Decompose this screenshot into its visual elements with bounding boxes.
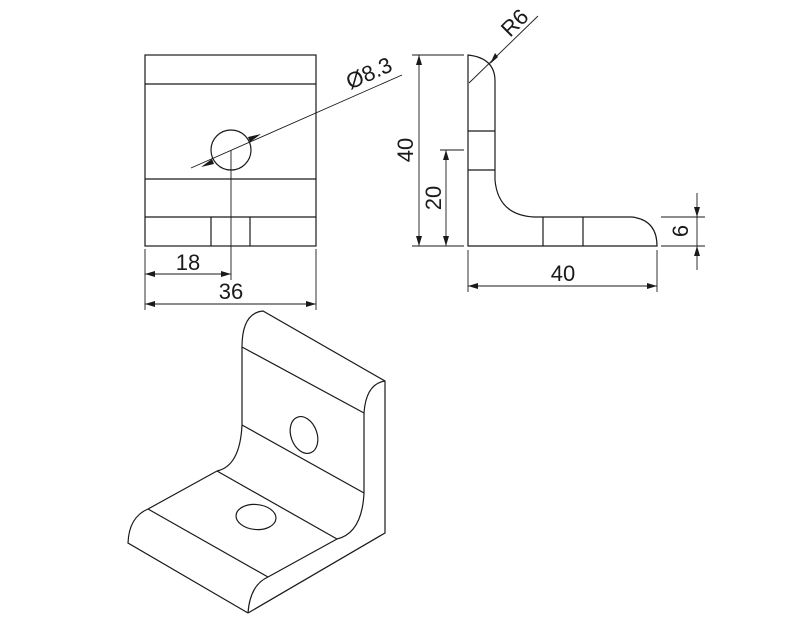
front-view: Ø8.3 18 36 (144, 52, 403, 310)
base-hole (235, 503, 277, 531)
isometric-view (127, 310, 386, 614)
length-dimension: 40 (551, 261, 575, 286)
front-outline (144, 54, 317, 247)
side-profile (467, 54, 658, 247)
height-dimension: 40 (393, 138, 418, 162)
diameter-dimension: Ø8.3 (342, 52, 396, 94)
thickness-dimension: 6 (668, 225, 693, 237)
hole-height-dimension: 20 (421, 186, 446, 210)
radius-leader (468, 15, 539, 84)
diameter-leader (190, 74, 403, 169)
width-dimension: 36 (219, 279, 243, 304)
upright-hole (289, 416, 319, 454)
offset-dimension: 18 (176, 250, 200, 275)
side-view: R6 40 20 40 6 (393, 4, 705, 292)
radius-dimension: R6 (496, 4, 534, 42)
